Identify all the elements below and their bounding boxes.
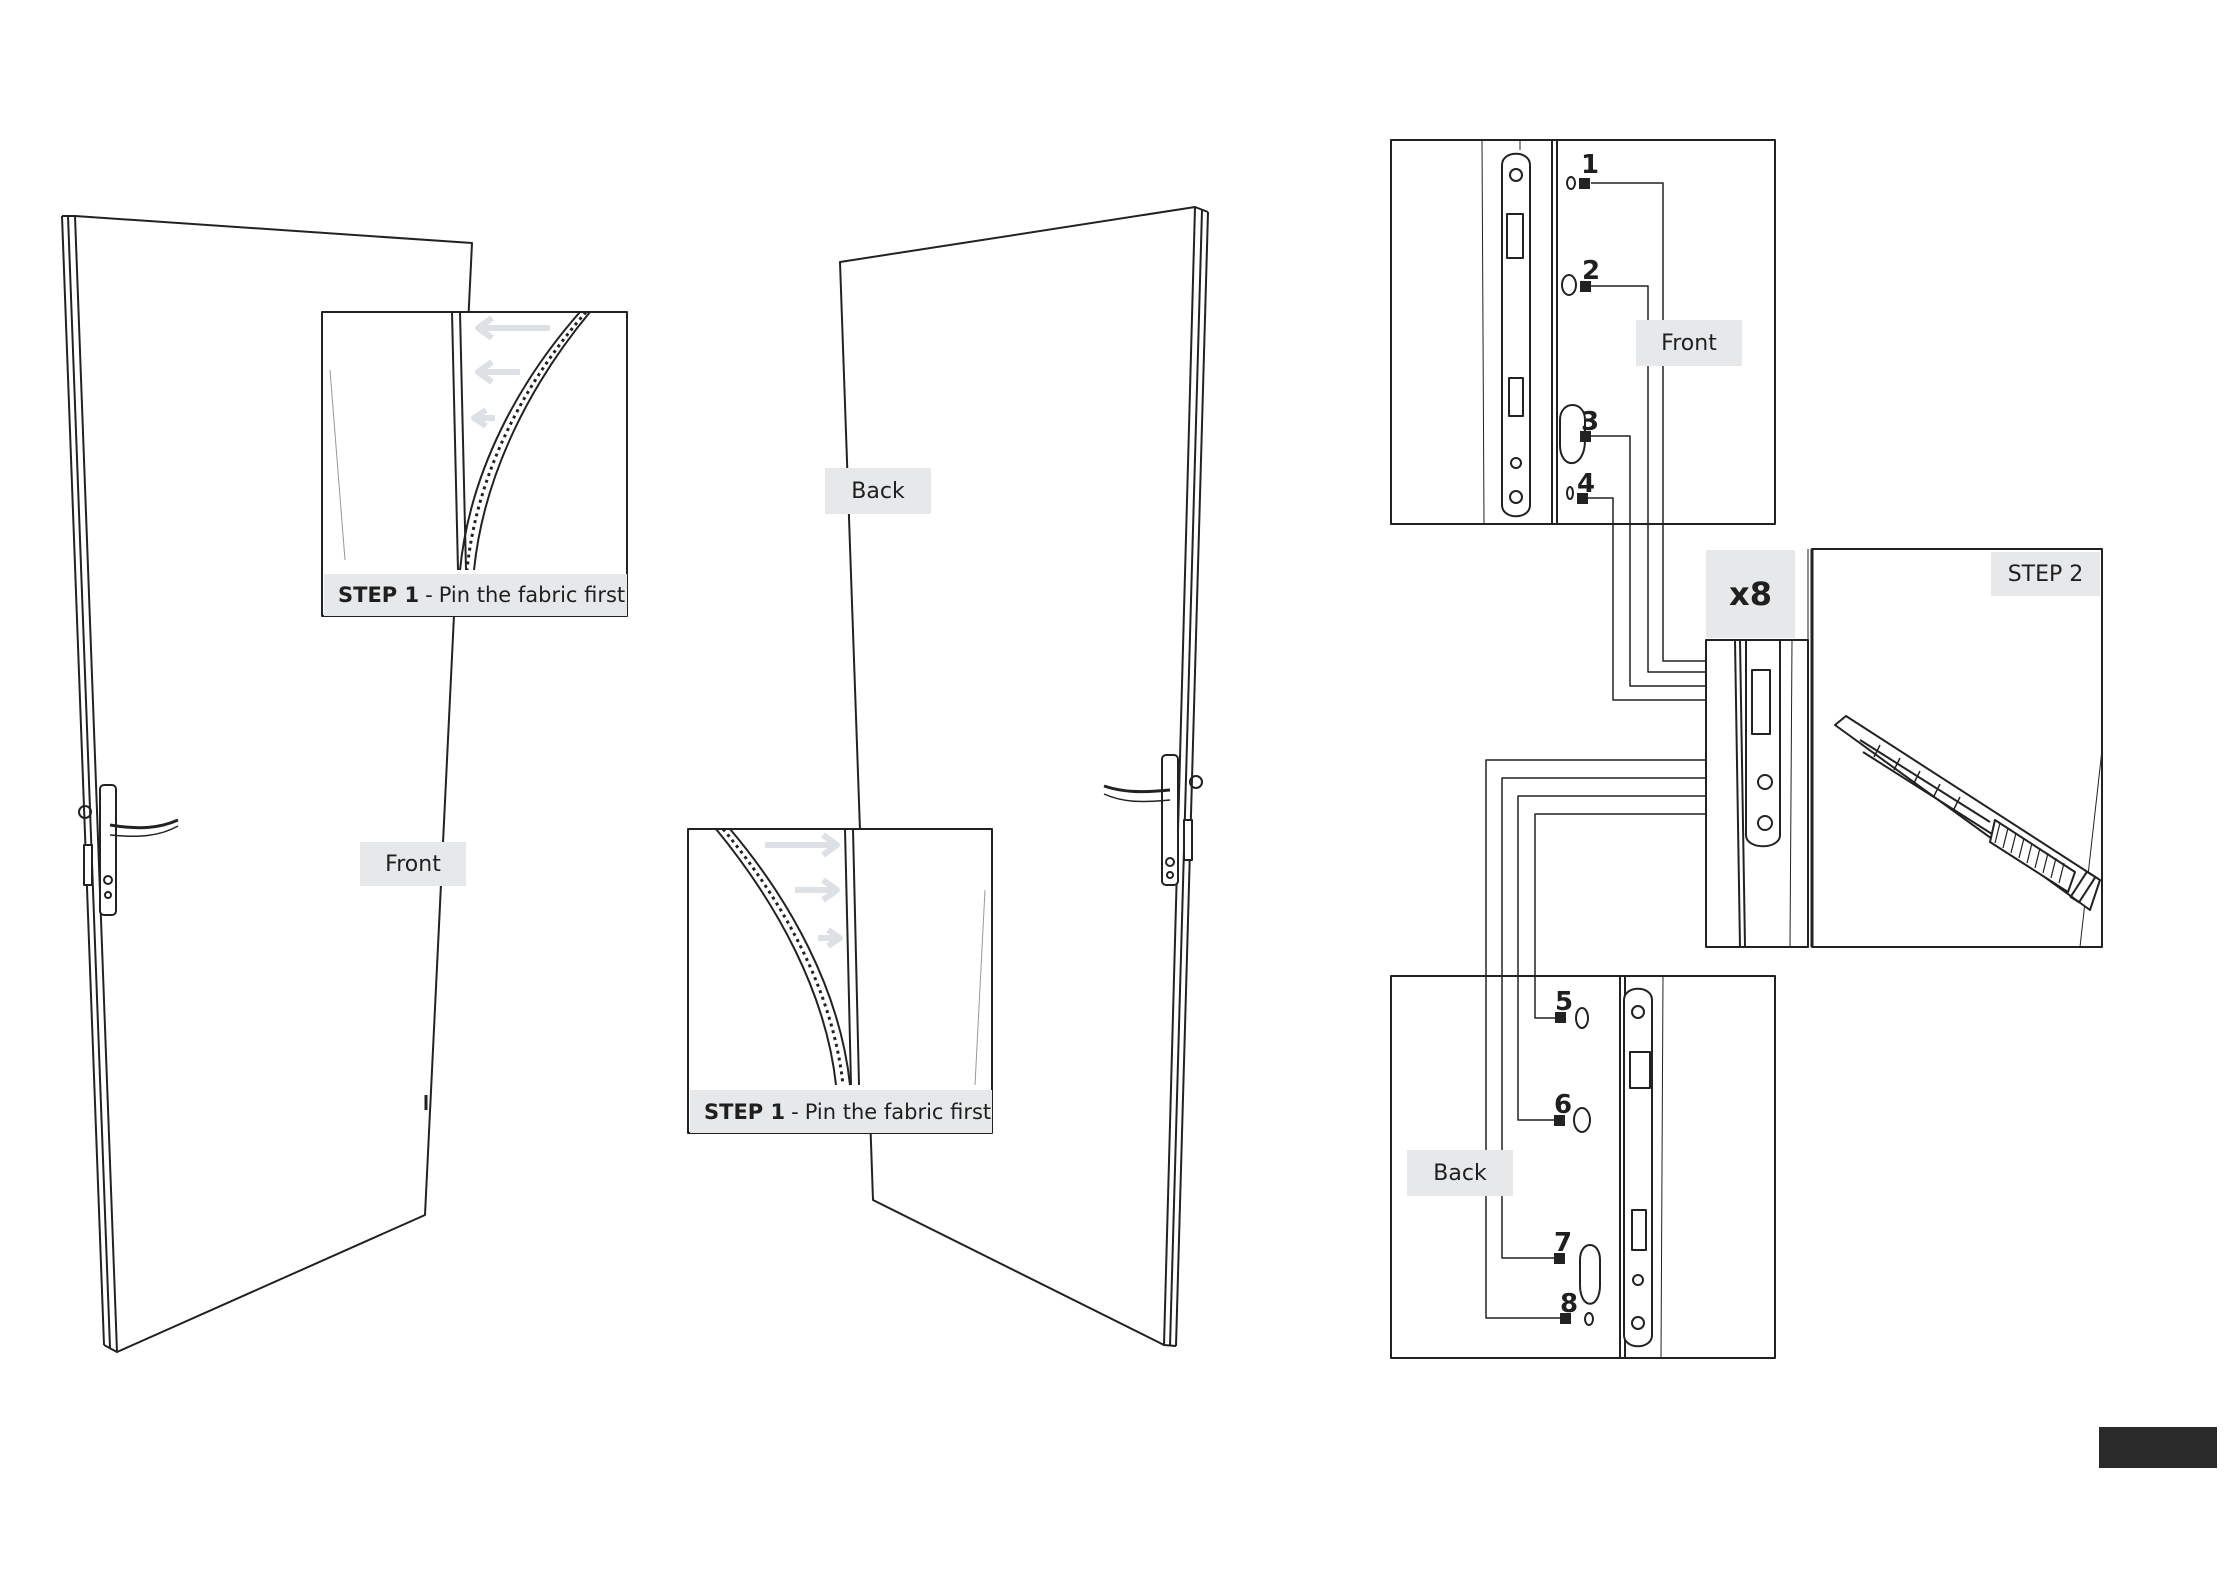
front-label: Front [360,842,466,886]
callout-marker-5 [1555,1012,1566,1023]
lock-plate-icon [1501,152,1531,518]
connector-lines [1485,182,1706,1319]
arrow-icon [471,315,550,429]
step1-text: Pin the fabric first [804,1099,992,1124]
back-detail-label: Back [1407,1150,1513,1196]
callout-number-8: 8 [1560,1289,1579,1319]
multiplier-label: x8 [1706,550,1795,638]
step1-prefix: STEP 1 [704,1099,786,1124]
callout-number-6: 6 [1554,1090,1573,1120]
lock-plate-icon [1623,987,1653,1348]
callout-marker-7 [1554,1253,1565,1264]
step1-separator: - [425,583,433,607]
callout-number-3: 3 [1581,407,1600,437]
step1-caption-top: STEP 1 - Pin the fabric first [324,574,627,616]
door-handle-icon [1103,754,1203,886]
callout-marker-1 [1579,178,1590,189]
back-label: Back [825,468,931,514]
step1-detail-top [321,311,628,617]
step2-label: STEP 2 [1991,552,2100,596]
callout-number-1: 1 [1581,150,1600,180]
page-badge [2099,1427,2217,1468]
callout-number-4: 4 [1577,469,1596,499]
callout-marker-3 [1580,431,1591,442]
lock-plate-icon [1745,639,1781,848]
step1-text: Pin the fabric first [438,583,626,607]
callout-number-5: 5 [1555,987,1574,1017]
step1-detail-bottom [687,828,993,1134]
utility-knife-icon [1834,715,2101,911]
callout-number-7: 7 [1554,1228,1573,1258]
step2-detail [1807,548,2103,948]
step1-separator: - [791,1099,799,1124]
callout-marker-6 [1554,1115,1565,1126]
center-lock-detail [1705,639,1809,948]
step1-prefix: STEP 1 [338,583,420,607]
callout-number-2: 2 [1582,256,1601,286]
arrow-icon [765,832,843,949]
callout-marker-8 [1560,1313,1571,1324]
door-right-icon [839,206,1209,1347]
callout-marker-4 [1577,493,1588,504]
door-handle-icon [78,784,179,916]
step1-caption-bottom: STEP 1 - Pin the fabric first [690,1090,992,1133]
callout-marker-2 [1580,281,1591,292]
front-detail-label: Front [1636,320,1742,366]
